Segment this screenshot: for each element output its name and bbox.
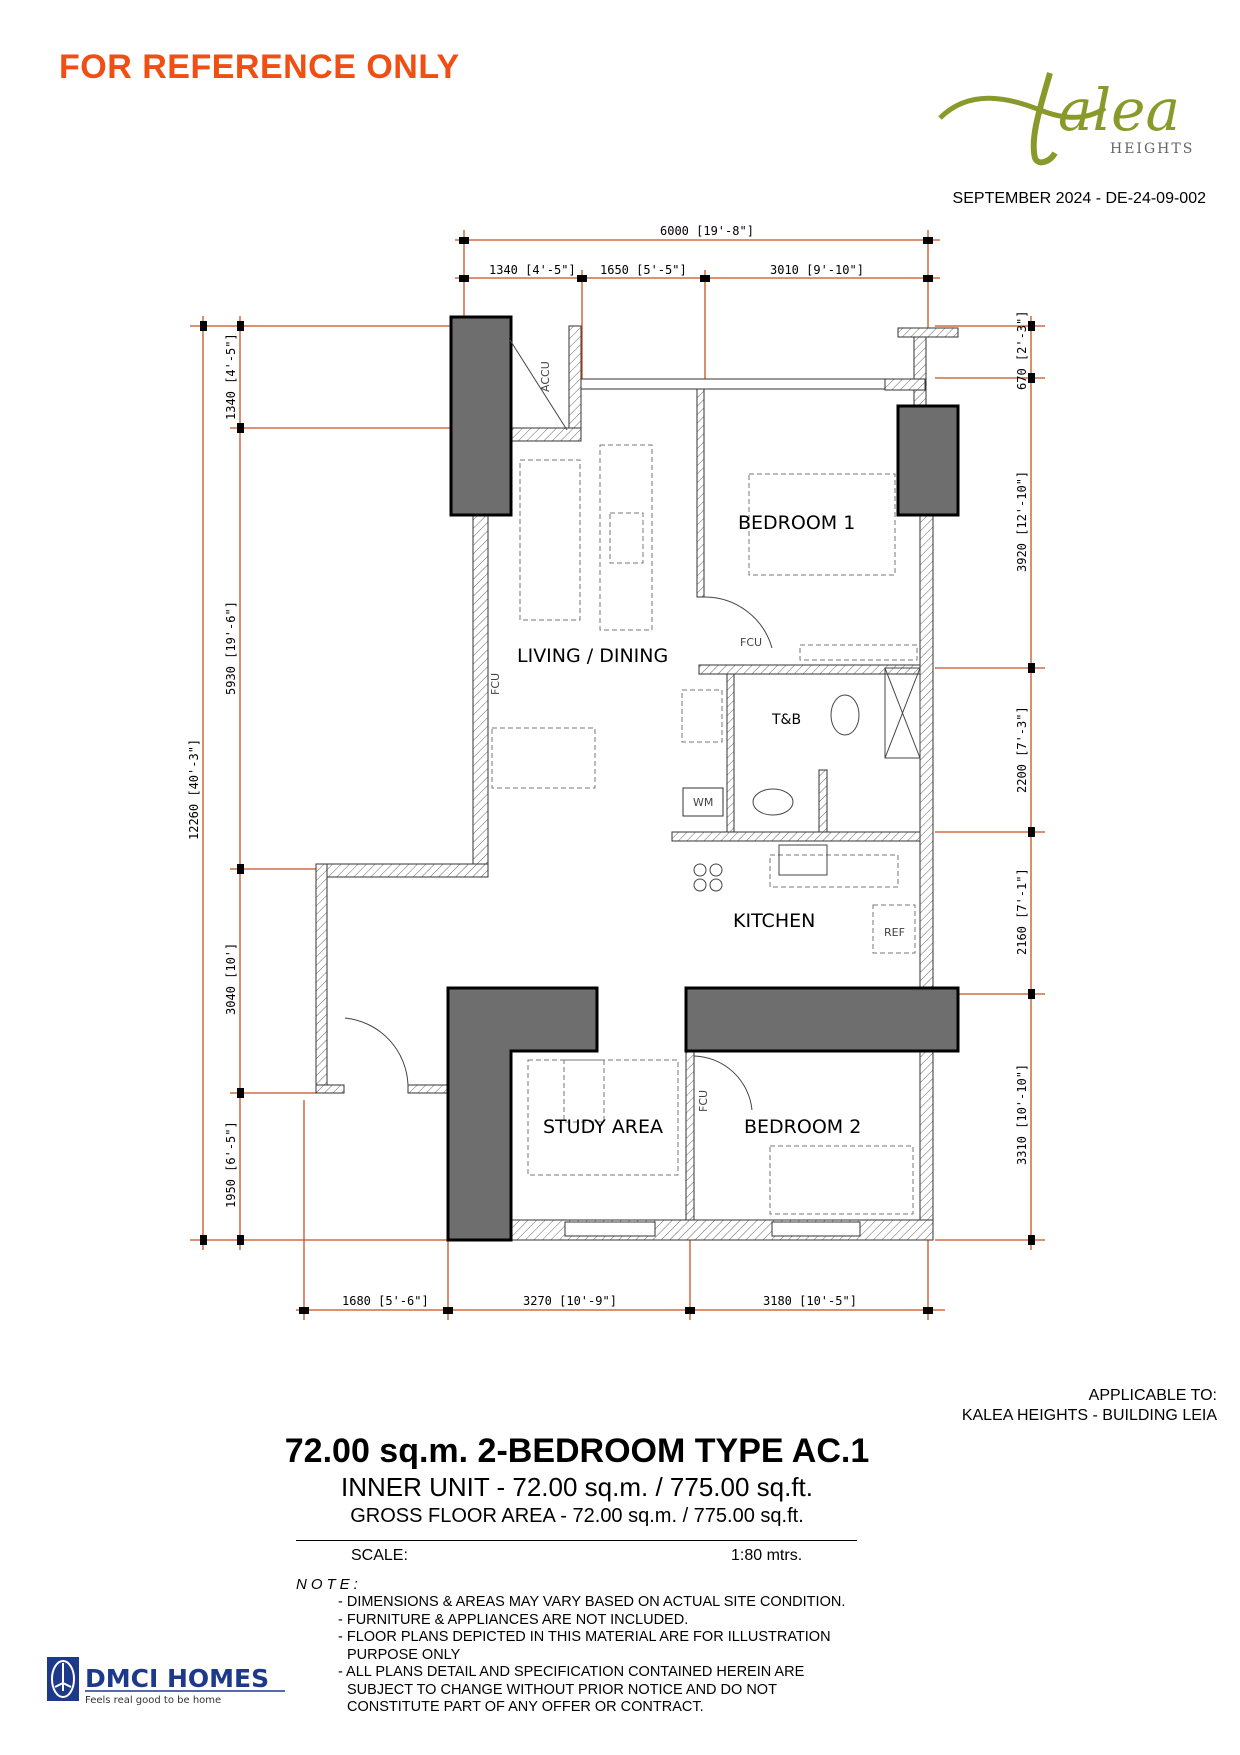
note-item: SUBJECT TO CHANGE WITHOUT PRIOR NOTICE A… (347, 1681, 777, 1698)
structural-columns (446, 315, 960, 1242)
unit-title: 72.00 sq.m. 2-BEDROOM TYPE AC.1 (284, 1432, 870, 1470)
room-label-tb: T&B (771, 712, 801, 728)
note-item: PURPOSE ONLY (347, 1646, 461, 1663)
dim-left-1: 1340 [4'-5"] (224, 333, 238, 420)
label-fcu-living: FCU (489, 673, 502, 695)
label-fcu-bedroom2: FCU (697, 1090, 710, 1112)
kalea-heights-logo: alea HEIGHTS (938, 72, 1194, 166)
svg-text:DMCI HOMES: DMCI HOMES (85, 1664, 269, 1693)
room-label-study-area: STUDY AREA (543, 1116, 663, 1138)
gross-floor-area: GROSS FLOOR AREA - 72.00 sq.m. / 775.00 … (350, 1505, 804, 1527)
applicable-value: KALEA HEIGHTS - BUILDING LEIA (961, 1407, 1217, 1424)
note-item: - FLOOR PLANS DEPICTED IN THIS MATERIAL … (338, 1629, 831, 1645)
divider (296, 1540, 857, 1541)
room-label-bedroom1: BEDROOM 1 (738, 512, 855, 534)
floor-plan: 6000 [19'-8"] 1340 [4'-5"] 1650 [5'-5"] … (187, 224, 1045, 1320)
room-label-bedroom2: BEDROOM 2 (744, 1116, 861, 1138)
dim-right-4: 2160 [7'-1"] (1015, 868, 1029, 955)
label-fcu-bedroom1: FCU (740, 636, 762, 649)
dim-right-1: 670 [2'-3"] (1015, 311, 1029, 390)
dim-top-total: 6000 [19'-8"] (660, 224, 754, 238)
label-ref: REF (884, 926, 905, 939)
dim-top-1: 1340 [4'-5"] (489, 263, 576, 277)
svg-text:alea: alea (1058, 76, 1180, 144)
windows (564, 378, 886, 1237)
scale-value: 1:80 mtrs. (731, 1547, 803, 1564)
dim-top-2: 1650 [5'-5"] (600, 263, 687, 277)
scale-label: SCALE: (351, 1547, 408, 1564)
fixtures (344, 339, 921, 1111)
note-item: CONSTITUTE PART OF ANY OFFER OR CONTRACT… (347, 1699, 704, 1715)
dim-right-5: 3310 [10'-10"] (1015, 1064, 1029, 1165)
door-swing-bedroom2 (693, 1055, 753, 1111)
svg-text:HEIGHTS: HEIGHTS (1110, 141, 1194, 157)
room-label-living-dining: LIVING / DINING (517, 645, 668, 667)
lavatory-icon (752, 788, 794, 816)
dim-top-3: 3010 [9'-10"] (770, 263, 864, 277)
label-wm: WM (693, 796, 713, 809)
toilet-icon (830, 694, 860, 736)
dim-left-2: 5930 [19'-6"] (224, 601, 238, 695)
dmci-homes-logo: DMCI HOMES Feels real good to be home (47, 1657, 285, 1706)
notes-list: - DIMENSIONS & AREAS MAY VARY BASED ON A… (338, 1594, 845, 1717)
label-accu: ACCU (539, 361, 552, 392)
walls (315, 325, 959, 1241)
note-item: - ALL PLANS DETAIL AND SPECIFICATION CON… (338, 1664, 805, 1680)
dim-left-total: 12260 [40'-3"] (187, 739, 201, 840)
dim-right-2: 3920 [12'-10"] (1015, 471, 1029, 572)
furniture (491, 444, 918, 1215)
applicable-to: APPLICABLE TO: KALEA HEIGHTS - BUILDING … (962, 1386, 1217, 1426)
note-label: NOTE: (296, 1576, 362, 1593)
room-label-kitchen: KITCHEN (733, 910, 815, 932)
dim-bottom-1: 1680 [5'-6"] (342, 1294, 429, 1308)
date-reference: SEPTEMBER 2024 - DE-24-09-002 (952, 190, 1206, 207)
dim-left-4: 1950 [6'-5"] (224, 1121, 238, 1208)
door-swing-bedroom1 (703, 596, 773, 649)
dimension-ticks (200, 237, 1035, 1314)
dim-bottom-3: 3180 [10'-5"] (763, 1294, 857, 1308)
kitchen-sink-icon (778, 844, 828, 876)
note-item: - FURNITURE & APPLIANCES ARE NOT INCLUDE… (338, 1611, 689, 1628)
dim-bottom-2: 3270 [10'-9"] (523, 1294, 617, 1308)
note-item: - DIMENSIONS & AREAS MAY VARY BASED ON A… (338, 1594, 846, 1610)
applicable-label: APPLICABLE TO: (1088, 1387, 1217, 1404)
door-swing-entry (344, 1017, 409, 1086)
dim-left-3: 3040 [10'] (224, 943, 238, 1015)
dim-right-3: 2200 [7'-3"] (1015, 706, 1029, 793)
inner-unit-area: INNER UNIT - 72.00 sq.m. / 775.00 sq.ft. (340, 1472, 814, 1502)
svg-text:Feels real good to be home: Feels real good to be home (85, 1695, 221, 1706)
washing-machine (682, 787, 724, 817)
reference-disclaimer: FOR REFERENCE ONLY (59, 48, 460, 86)
